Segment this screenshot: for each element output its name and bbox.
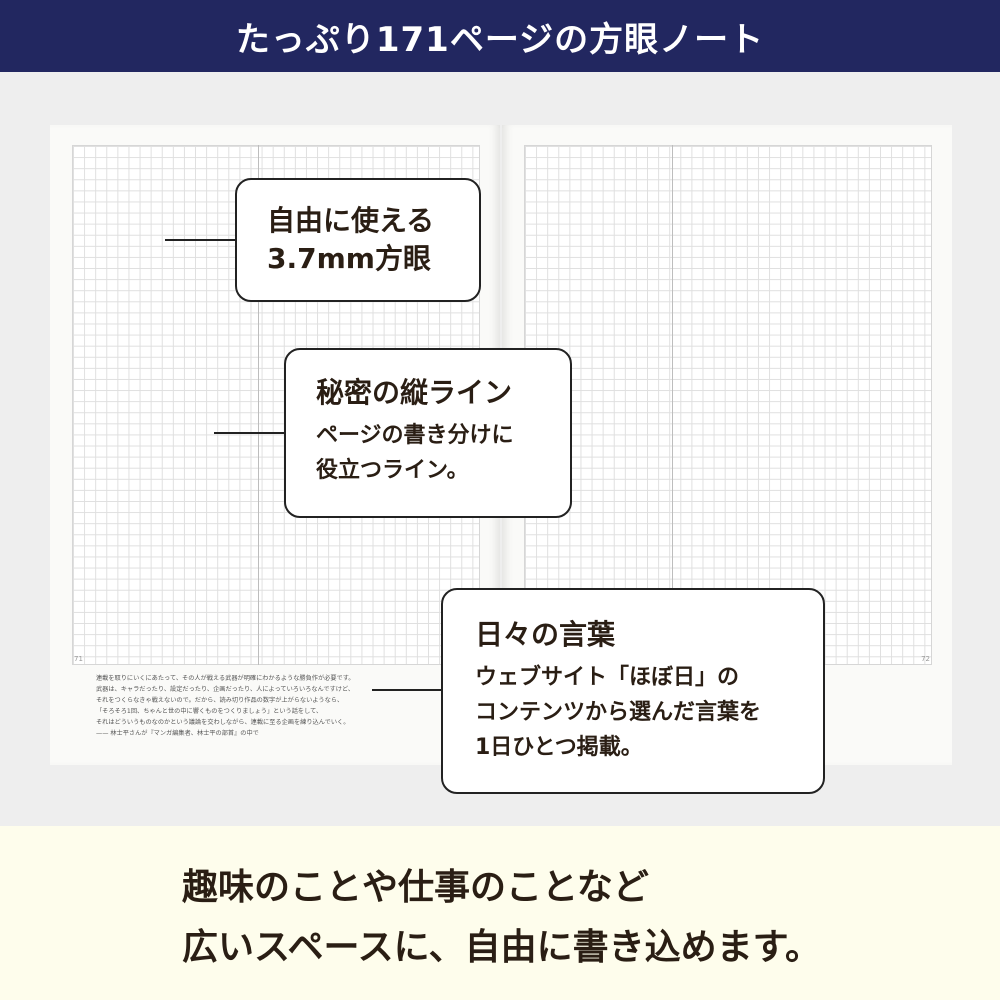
callout-grid: 自由に使える 3.7mm方眼 [235, 178, 481, 302]
header-title: たっぷり171ページの方眼ノート [235, 19, 765, 60]
quote-line: それはどういうものなのかという議論を交わしながら、連載に至る企画を練り込んでいく… [96, 719, 350, 726]
quote-line: 連載を取りにいくにあたって、その人が戦える武器が明確にわかるような勝負作が必要で… [96, 675, 355, 682]
leader-line-daily-words [372, 689, 443, 691]
header-banner: たっぷり171ページの方眼ノート [0, 0, 1000, 72]
footer-text-line: 趣味のことや仕事のことなど [182, 867, 649, 908]
callout-grid-line: 3.7mm方眼 [267, 242, 431, 275]
quote-line: —— 林士平さんが『マンガ編集者、林士平の部首』の中で [96, 730, 259, 737]
quote-line: 武器は、キャラだったり、設定だったり、企画だったり、人によっていろいろなんですけ… [96, 686, 355, 693]
callout-vertical-line-body: ページの書き分けに [316, 423, 514, 448]
callout-grid-line: 自由に使える [267, 204, 435, 237]
secret-vertical-line-right [672, 145, 673, 665]
callout-daily-words: 日々の言葉 ウェブサイト「ほぼ日」の コンテンツから選んだ言葉を 1日ひとつ掲載… [441, 588, 825, 794]
footer-banner [0, 826, 1000, 1000]
callout-vertical-line-title: 秘密の縦ライン [316, 376, 513, 409]
callout-daily-words-body: コンテンツから選んだ言葉を [475, 700, 762, 725]
daily-quote: 連載を取りにいくにあたって、その人が戦える武器が明確にわかるような勝負作が必要で… [96, 673, 426, 739]
leader-line-vertical [214, 432, 286, 434]
notebook-right-page: 72 [502, 125, 952, 765]
callout-vertical-line-body: 役立つライン。 [316, 458, 469, 483]
leader-line-grid [165, 239, 237, 241]
callout-daily-words-title: 日々の言葉 [475, 618, 616, 651]
callout-daily-words-body: ウェブサイト「ほぼ日」の [475, 665, 740, 690]
secret-vertical-line-left [258, 145, 259, 665]
callout-vertical-line: 秘密の縦ライン ページの書き分けに 役立つライン。 [284, 348, 572, 518]
callout-daily-words-body: 1日ひとつ掲載。 [475, 735, 643, 760]
page-number-right: 72 [921, 655, 930, 663]
grid-area-right [524, 145, 932, 665]
footer-text-line: 広いスペースに、自由に書き込めます。 [182, 927, 822, 968]
quote-line: それをつくらなきゃ戦えないので。だから、読み切り作品の数字が上がらないようなら、 [96, 697, 344, 704]
page-number-left: 71 [74, 655, 83, 663]
quote-line: 「そろそろ1回、ちゃんと世の中に響くものをつくりましょう」という話をして、 [96, 708, 323, 715]
